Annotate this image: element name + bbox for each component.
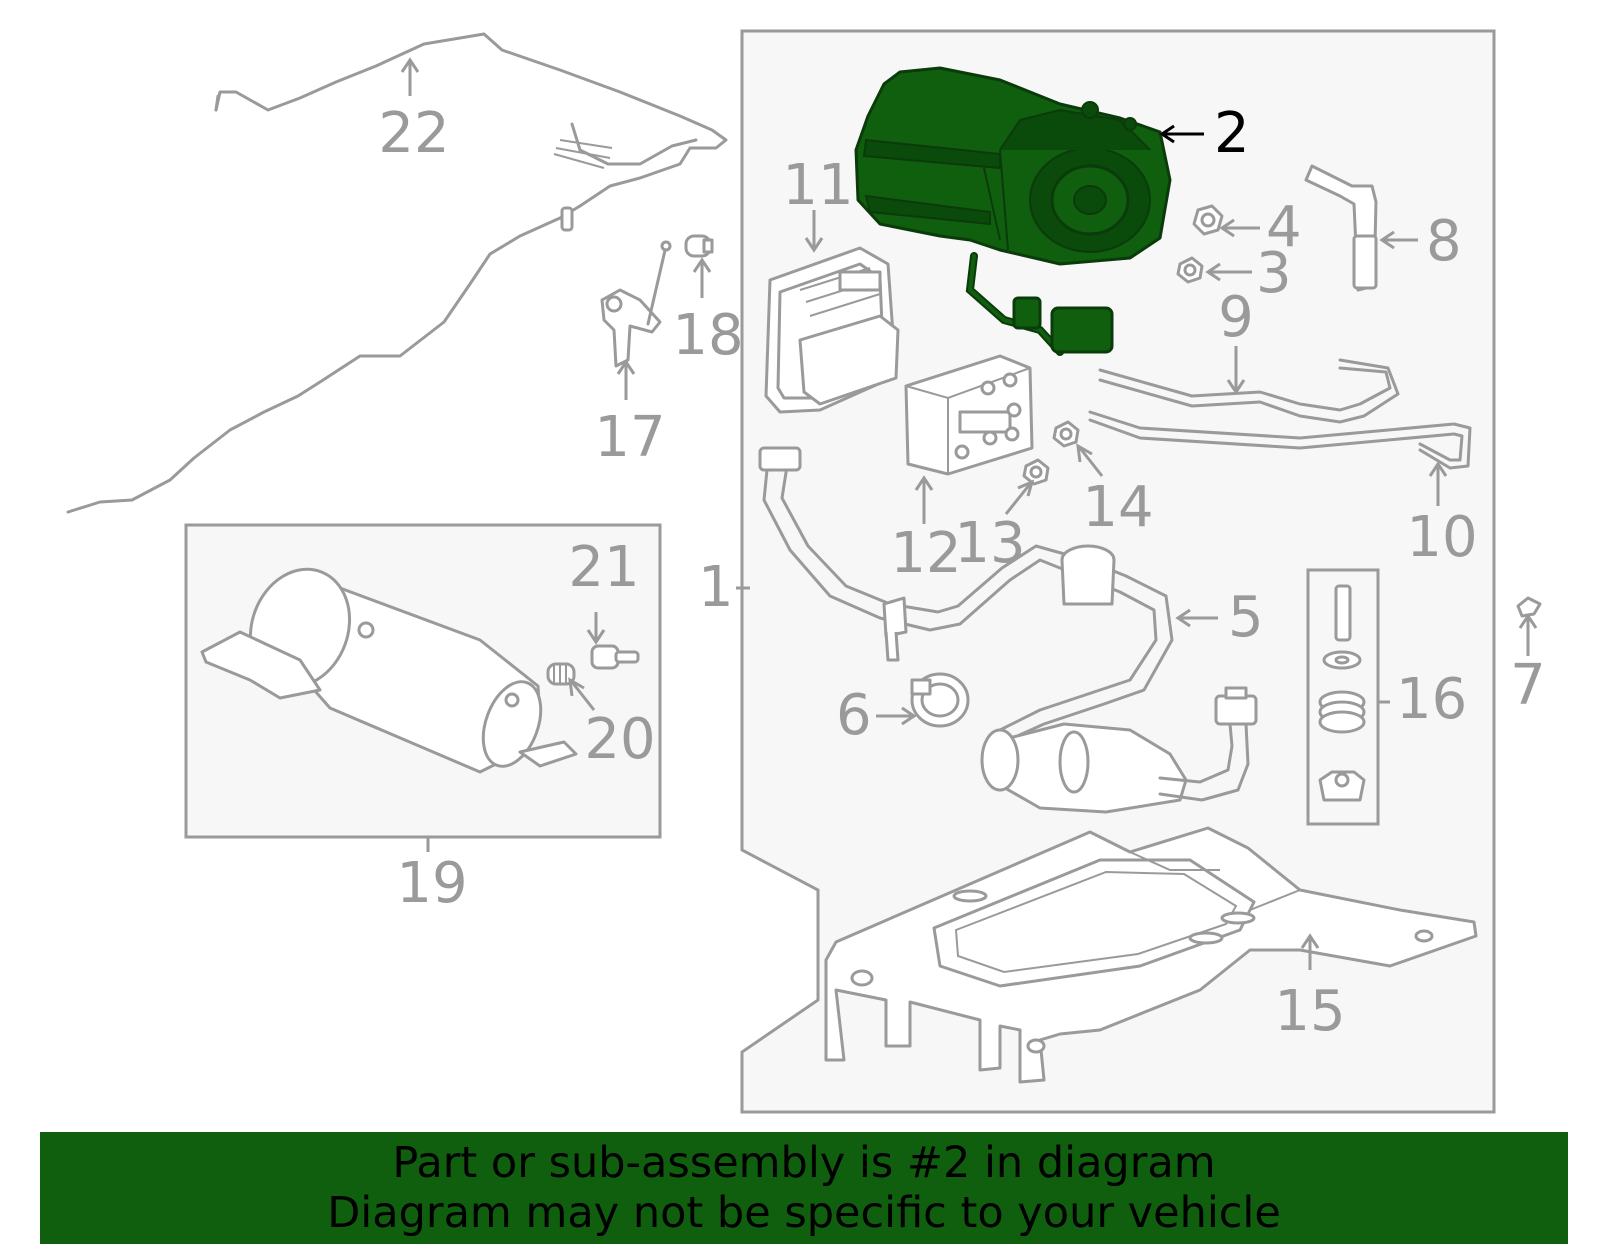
callout-21: 21 xyxy=(568,535,639,600)
part-4-nut xyxy=(1192,204,1224,236)
part-13-nut xyxy=(1022,458,1050,486)
part-2-compressor xyxy=(854,66,1172,356)
callout-22: 22 xyxy=(378,101,449,166)
callout-4: 4 xyxy=(1266,195,1302,260)
callout-8: 8 xyxy=(1426,209,1462,274)
callout-1: 1 xyxy=(698,555,734,620)
part-21-valve xyxy=(590,644,640,670)
part-6-clamp xyxy=(910,672,970,728)
part-5-hose xyxy=(758,446,1174,744)
part-9-tube xyxy=(1098,358,1400,424)
callout-6: 6 xyxy=(836,683,872,748)
callout-20: 20 xyxy=(584,707,655,772)
part-10-tube xyxy=(1088,410,1472,470)
callout-10: 10 xyxy=(1406,505,1477,570)
part-7-clip xyxy=(1516,596,1542,618)
part-19-reservoir xyxy=(200,567,578,774)
callout-17: 17 xyxy=(594,405,665,470)
part-11-cover xyxy=(764,246,900,414)
callout-19: 19 xyxy=(396,851,467,916)
banner-line-2: Diagram may not be specific to your vehi… xyxy=(327,1188,1281,1238)
part-8-dryer xyxy=(1304,164,1378,292)
callout-7: 7 xyxy=(1510,653,1546,718)
info-banner: Part or sub-assembly is #2 in diagram Di… xyxy=(40,1132,1568,1244)
part-3-nut xyxy=(1176,256,1204,284)
callout-12: 12 xyxy=(890,521,961,586)
part-15-bracket xyxy=(824,826,1478,1084)
part-16-kit xyxy=(1318,584,1366,802)
callout-18: 18 xyxy=(672,303,743,368)
leader-lines xyxy=(400,57,1538,970)
callout-15: 15 xyxy=(1274,979,1345,1044)
banner-line-1: Part or sub-assembly is #2 in diagram xyxy=(392,1138,1216,1188)
callout-14: 14 xyxy=(1082,475,1153,540)
part-22-air-line xyxy=(66,32,728,514)
assembly-muffler xyxy=(980,686,1258,814)
part-12-valve-block xyxy=(904,354,1034,476)
part-14-nut xyxy=(1052,420,1080,448)
part-17-height-sensor xyxy=(600,240,672,368)
callout-labels: 1 2 3 4 5 6 7 8 9 10 11 12 13 14 15 16 1… xyxy=(378,101,1545,1044)
callout-3: 3 xyxy=(1256,241,1292,306)
part-20-fitting xyxy=(546,662,576,686)
part-18-clip xyxy=(684,234,714,258)
callout-2: 2 xyxy=(1214,101,1250,166)
callout-13: 13 xyxy=(954,511,1025,576)
callout-11: 11 xyxy=(782,153,853,218)
callout-5: 5 xyxy=(1228,585,1264,650)
callout-16: 16 xyxy=(1396,667,1467,732)
callout-9: 9 xyxy=(1218,285,1254,350)
